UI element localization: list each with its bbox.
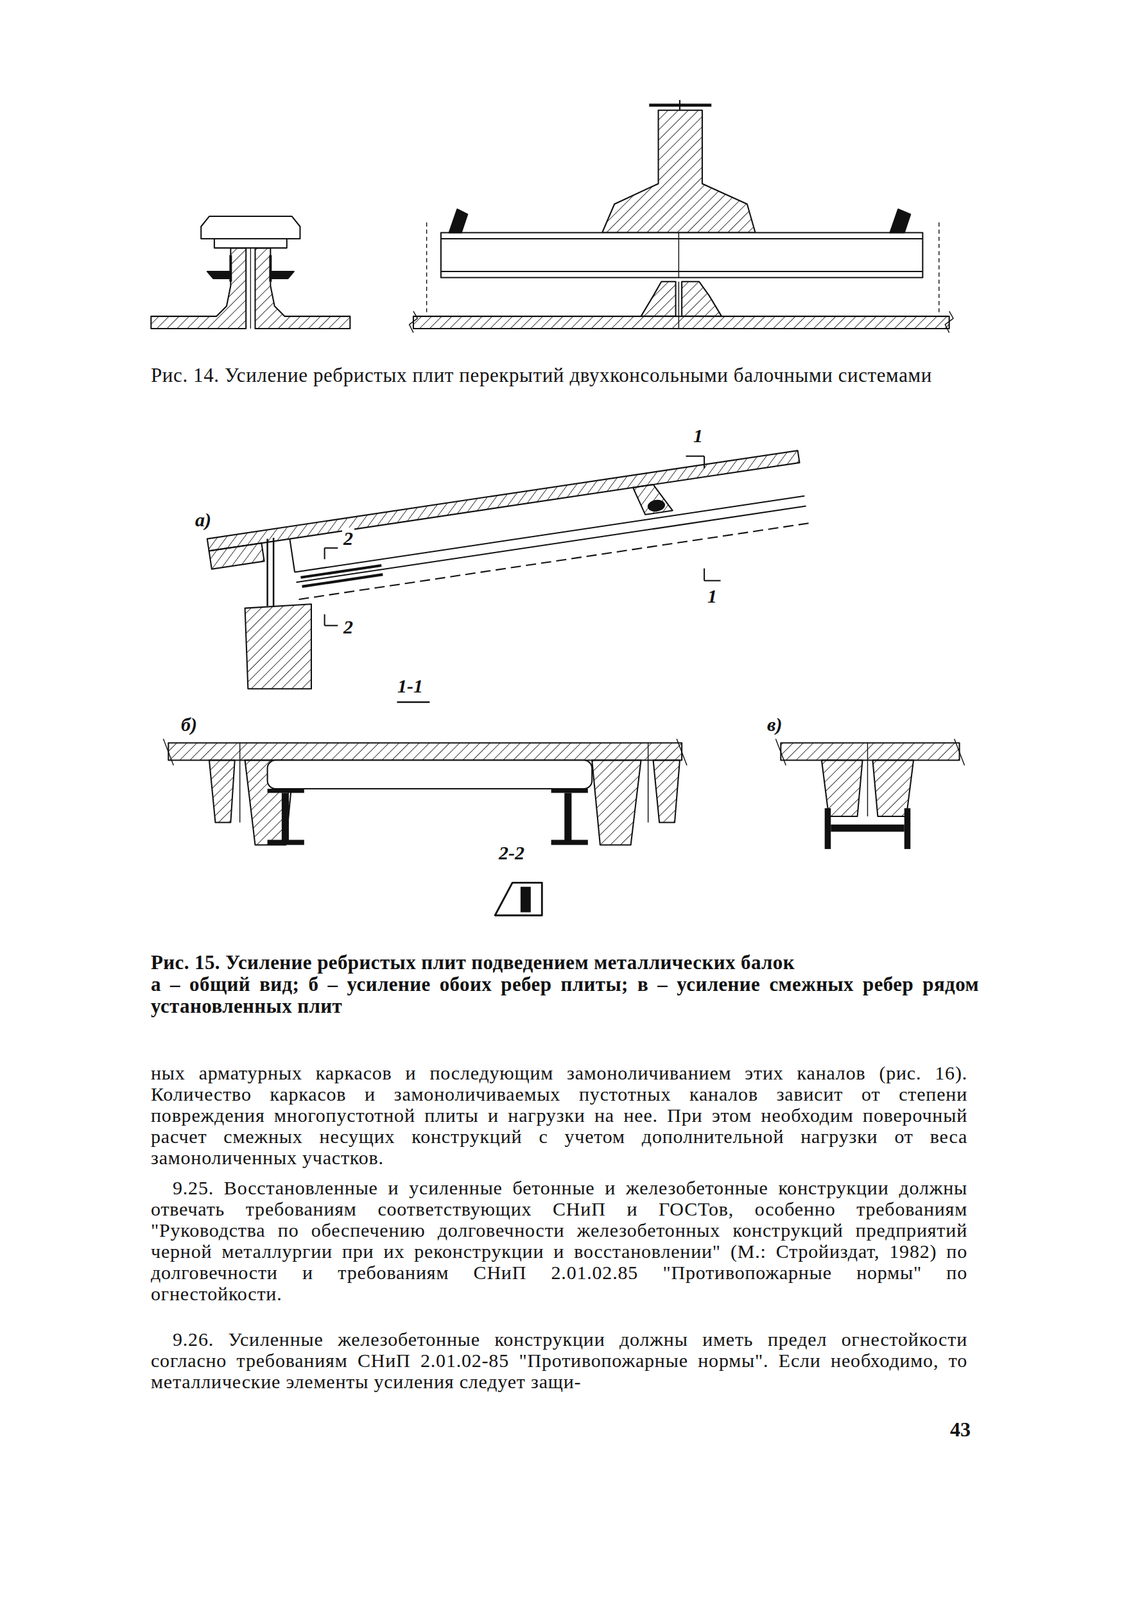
drawing-part <box>214 238 287 248</box>
subfigure-letter: б) <box>179 713 199 736</box>
fig15a-general-view <box>207 450 809 703</box>
drawing-part <box>324 547 339 549</box>
subfigure-letter: в) <box>765 713 784 736</box>
drawing-part <box>150 100 965 916</box>
section-mark: 1 <box>691 424 705 447</box>
drawing-part <box>889 209 911 234</box>
drawing-part <box>302 574 384 587</box>
subfigure-letter: а) <box>193 509 213 531</box>
drawing-part <box>824 808 832 850</box>
drawing-part <box>591 760 641 846</box>
drawing-part <box>229 255 232 282</box>
drawing-part <box>653 760 680 823</box>
section-mark: 1 <box>706 585 719 607</box>
section-2-2-shape <box>494 882 542 916</box>
drawing-part <box>268 255 272 282</box>
drawing-part <box>267 788 305 793</box>
drawing-part <box>775 738 786 766</box>
drawing-part <box>647 743 649 823</box>
drawing-part <box>207 271 232 279</box>
page-number: 43 <box>950 1418 971 1442</box>
drawing-part <box>494 882 542 916</box>
drawing-part <box>520 887 531 913</box>
drawing-part <box>289 539 295 573</box>
drawing-part <box>163 738 174 766</box>
drawing-part <box>294 496 805 573</box>
figure-caption: Рис. 14. Усиление ребристых плит перекры… <box>150 364 979 387</box>
drawing-part <box>904 808 911 850</box>
drawing-part <box>704 580 721 582</box>
drawing-part <box>200 216 300 239</box>
fig15v-section <box>775 738 965 850</box>
fig15b-section <box>163 738 687 845</box>
drawing-part <box>551 840 589 846</box>
drawing-part <box>867 743 868 817</box>
drawing-part <box>245 604 312 689</box>
drawing-part <box>938 222 940 315</box>
drawing-part <box>678 233 680 278</box>
drawing-part <box>426 222 427 315</box>
drawing-part <box>780 743 960 761</box>
drawing-part <box>324 625 339 627</box>
drawing-part <box>632 482 673 516</box>
drawing-part <box>168 743 682 761</box>
drawing-part <box>255 247 351 329</box>
section-title: 1-1 <box>396 675 425 697</box>
drawing-part <box>441 238 923 240</box>
body-paragraph: 9.26. Усиленные железобетонные конструкц… <box>150 1328 968 1393</box>
drawing-part <box>944 311 954 333</box>
drawing-part <box>397 701 431 704</box>
drawing-part <box>267 760 593 790</box>
drawing-part <box>872 760 914 817</box>
section-title: 2-2 <box>497 842 526 864</box>
drawing-part <box>413 316 950 329</box>
drawing-part <box>678 281 680 329</box>
drawing-part <box>209 760 235 823</box>
drawing-part <box>270 271 295 279</box>
drawing-part <box>150 247 246 329</box>
drawing-part <box>250 247 251 329</box>
drawing-part <box>207 450 809 612</box>
drawing-part <box>641 281 676 317</box>
drawing-part <box>266 539 269 607</box>
drawing-part <box>441 233 923 278</box>
drawing-part <box>449 209 468 234</box>
drawing-part <box>602 110 755 234</box>
drawing-part <box>324 614 326 626</box>
fig14-section <box>150 216 350 329</box>
drawing-part <box>281 792 289 842</box>
body-paragraph: 9.25. Восстановленные и усиленные бетонн… <box>150 1177 968 1305</box>
drawing-part <box>647 499 666 512</box>
drawing-part <box>267 788 589 845</box>
drawing-part <box>681 281 722 317</box>
drawing-part <box>821 760 863 817</box>
fig14-elevation <box>409 100 954 334</box>
drawing-part <box>441 270 923 273</box>
drawing-part <box>703 568 705 581</box>
drawing-part <box>551 788 589 793</box>
body-paragraph: ных арматурных каркасов и последующим за… <box>150 1062 968 1169</box>
drawing-part <box>703 456 705 469</box>
section-mark: 2 <box>342 527 355 549</box>
drawing-part <box>679 100 681 111</box>
drawing-part <box>239 743 241 823</box>
drawing-part <box>676 738 687 766</box>
drawing-part <box>298 523 809 600</box>
drawing-part <box>954 738 965 766</box>
drawing-part <box>409 311 418 333</box>
drawing-part <box>295 506 806 583</box>
drawing-part <box>209 543 265 570</box>
drawing-part <box>830 824 904 832</box>
drawing-part <box>272 537 275 607</box>
section-mark: 2 <box>342 616 355 638</box>
drawing-part <box>824 808 911 850</box>
drawing-part <box>267 840 305 846</box>
figure-legend-text: а – общий вид; б – усиление обоих ребер … <box>150 973 979 1018</box>
drawing-part <box>564 792 572 842</box>
drawing-part <box>207 450 800 551</box>
figure-caption: Рис. 15. Усиление ребристых плит подведе… <box>150 951 979 974</box>
drawing-part <box>685 455 705 458</box>
drawing-part <box>324 548 326 560</box>
